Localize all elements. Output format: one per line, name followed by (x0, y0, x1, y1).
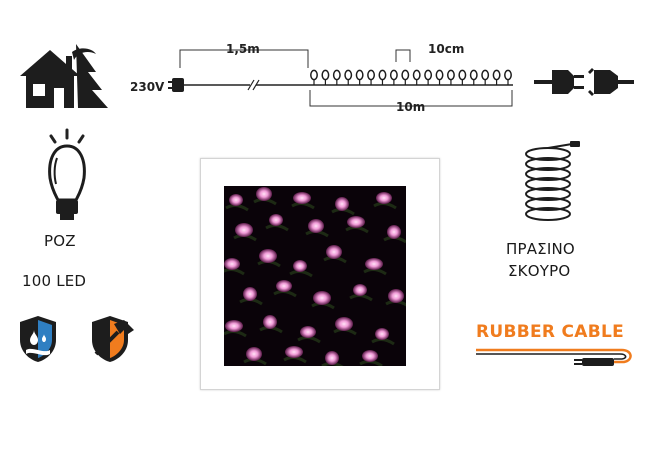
pink-led (375, 328, 389, 340)
diagram-bulb (321, 69, 330, 81)
pink-led (347, 216, 365, 228)
diagram-bulb (492, 69, 501, 81)
pink-led (229, 194, 243, 206)
spacing-label: 10cm (428, 42, 465, 56)
diagram-bulb (367, 69, 376, 81)
led-count-label: 100 LED (22, 272, 87, 290)
pink-led (388, 289, 404, 303)
rubber-cable-label: RUBBER CABLE (476, 322, 625, 342)
plug-icon (168, 78, 184, 92)
pink-led (276, 280, 292, 292)
diagram-bulb (401, 69, 410, 81)
diagram-bulb (412, 69, 421, 81)
cable-color-line2: ΣΚΟΥΡΟ (508, 262, 571, 280)
pink-led (225, 320, 243, 332)
indoor-outdoor-icon (20, 44, 108, 108)
color-label: ΡΟΖ (44, 232, 76, 250)
pink-led (224, 258, 240, 270)
lit-length-label: 10m (396, 100, 426, 114)
pink-led (353, 284, 367, 296)
hammer-shield-icon (92, 316, 134, 362)
pink-led (387, 225, 401, 239)
diagram-bulb (446, 69, 455, 81)
diagram-bulb (378, 69, 387, 81)
pink-led (376, 192, 392, 204)
diagram-bulb (469, 69, 478, 81)
pink-led (293, 260, 307, 272)
lead-length-label: 1,5m (226, 42, 260, 56)
plug-connector-icon (534, 68, 634, 96)
pink-led (362, 350, 378, 362)
pink-led (293, 192, 311, 204)
diagram-bulb (344, 69, 353, 81)
diagram-bulb (435, 69, 444, 81)
pink-led (235, 223, 253, 237)
bulb-icon (48, 128, 86, 220)
pink-led (335, 197, 349, 211)
pink-led (300, 326, 316, 338)
diagram-bulb (481, 69, 490, 81)
diagram-bulb (504, 69, 512, 81)
pink-led (269, 214, 283, 226)
diagram-bulb (310, 69, 318, 81)
pink-led (246, 347, 262, 361)
pink-led (243, 287, 257, 301)
light-string-diagram (168, 49, 513, 107)
pink-led (365, 258, 383, 270)
coiled-cable-icon (525, 141, 580, 221)
diagram-bulb (458, 69, 467, 81)
voltage-label: 230V (130, 80, 165, 94)
diagram-bulb (389, 69, 398, 81)
waterproof-shield-icon (20, 316, 56, 362)
cable-color-line1: ΠΡΑΣΙΝΟ (506, 240, 575, 258)
pink-led (326, 245, 342, 259)
product-photo (224, 186, 406, 366)
pink-led (285, 346, 303, 358)
pink-led (325, 351, 339, 365)
pink-led (259, 249, 277, 263)
diagram-bulb (332, 69, 341, 81)
pink-led (308, 219, 324, 233)
diagram-bulb (355, 69, 364, 81)
pink-led (335, 317, 353, 331)
diagram-bulb (424, 69, 433, 81)
pink-led (313, 291, 331, 305)
cable-plug-icon (476, 348, 632, 366)
pink-led-lights-image (224, 186, 406, 366)
pink-led (256, 187, 272, 201)
pink-led (263, 315, 277, 329)
